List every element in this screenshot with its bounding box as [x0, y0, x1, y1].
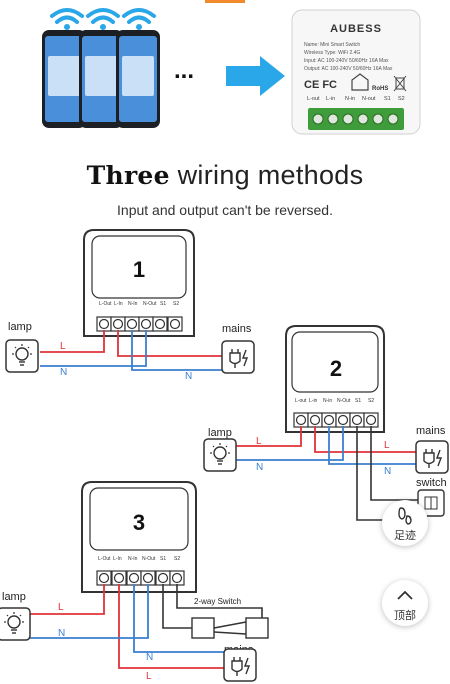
svg-text:S1: S1 [355, 398, 361, 404]
svg-text:N: N [185, 371, 192, 382]
svg-text:L: L [60, 341, 66, 352]
svg-text:N: N [58, 628, 65, 639]
svg-text:N-in: N-in [323, 398, 332, 404]
svg-text:S1: S1 [160, 556, 166, 562]
svg-text:N-out: N-out [362, 96, 376, 102]
svg-text:lamp: lamp [208, 427, 232, 439]
svg-text:N-in: N-in [345, 96, 355, 102]
svg-text:N: N [256, 462, 263, 473]
wiring-diagram-2: 2 L-out L-in N-in N-Out S1 S2 L L N N la… [203, 325, 449, 521]
svg-text:L-in: L-in [326, 96, 335, 102]
svg-text:S2: S2 [173, 301, 179, 307]
svg-text:N-In: N-In [128, 556, 138, 562]
svg-text:L-In: L-In [114, 301, 123, 307]
plug-icon [221, 340, 255, 374]
svg-text:L-in: L-in [309, 398, 318, 404]
top-accent-bar [205, 0, 245, 3]
svg-text:N-In: N-In [128, 301, 138, 307]
rohs-logo: RoHS [372, 86, 388, 92]
svg-text:Name: Mini Smart Switch: Name: Mini Smart Switch [304, 42, 360, 48]
svg-text:L: L [384, 440, 390, 451]
house-icon [351, 73, 369, 91]
svg-text:N-Out: N-Out [143, 301, 157, 307]
wall-switch-icon [417, 489, 445, 517]
smartphone-icon [116, 30, 160, 128]
device-module: AUBESS Name: Mini Smart Switch Wireless … [291, 9, 421, 135]
svg-text:L: L [58, 602, 64, 613]
svg-text:3: 3 [133, 510, 145, 535]
wiring-diagram: 1 L-Out L-In N-In N-Out S1 S2 L N N lamp… [0, 229, 449, 682]
weee-bin-icon [393, 75, 407, 92]
lamp-icon [0, 607, 31, 641]
svg-text:Wireless Type: WiFi 2.4G: Wireless Type: WiFi 2.4G [304, 50, 360, 56]
terminal-block [308, 108, 404, 130]
brand-logo: AUBESS [330, 23, 382, 35]
svg-text:Input: AC 100-240V 50/60Hz 16A: Input: AC 100-240V 50/60Hz 16A Max [304, 58, 389, 64]
svg-text:1: 1 [133, 257, 145, 282]
hero-banner: ... AUBESS Name: Mini Smart Switch Wirel… [42, 8, 421, 135]
svg-text:N: N [384, 466, 391, 477]
svg-text:switch: switch [416, 477, 447, 489]
svg-text:2: 2 [330, 356, 342, 381]
two-way-switch-icon [191, 617, 269, 639]
plug-icon [223, 648, 257, 682]
svg-text:N-Out: N-Out [337, 398, 351, 404]
page-title: Three wiring methods [86, 160, 364, 190]
module-1-body [83, 229, 195, 337]
wifi-icon [50, 8, 84, 30]
svg-text:L-out: L-out [307, 96, 320, 102]
back-to-top-button[interactable]: 顶部 [382, 580, 428, 626]
svg-text:S2: S2 [368, 398, 374, 404]
svg-text:L: L [146, 671, 152, 682]
wiring-diagram-1: 1 L-Out L-In N-In N-Out S1 S2 L N N lamp… [5, 229, 255, 382]
svg-text:L-In: L-In [113, 556, 122, 562]
cert-logo: CE FC [304, 79, 337, 91]
lamp-icon [203, 438, 237, 472]
footprint-label: 足迹 [394, 529, 416, 542]
page-subtitle: Input and output can't be reversed. [117, 202, 333, 218]
svg-text:lamp: lamp [2, 591, 26, 603]
lamp-icon [5, 339, 39, 373]
ellipsis-text: ... [174, 57, 194, 84]
svg-text:2-way Switch: 2-way Switch [194, 597, 241, 606]
svg-text:mains: mains [416, 425, 446, 437]
svg-text:L-out: L-out [295, 398, 307, 404]
svg-text:mains: mains [222, 323, 252, 335]
wiring-diagram-3: 3 L-Out L-In N-In N-Out S1 S2 2-way Swit… [0, 481, 269, 682]
wifi-icon [122, 8, 156, 30]
svg-text:lamp: lamp [8, 321, 32, 333]
svg-text:S1: S1 [384, 96, 391, 102]
smartphone-icon [42, 30, 86, 128]
svg-text:S2: S2 [398, 96, 405, 102]
svg-text:L-Out: L-Out [99, 301, 112, 307]
arrow-right-icon [226, 56, 285, 96]
footprint-button[interactable]: 足迹 [382, 500, 428, 546]
svg-text:Output: AC 100-240V 50/60Hz 16: Output: AC 100-240V 50/60Hz 16A Max [304, 66, 393, 72]
smartphone-icon [79, 30, 123, 128]
svg-text:S2: S2 [174, 556, 180, 562]
plug-icon [415, 440, 449, 474]
chevron-up-icon [397, 590, 413, 600]
svg-text:L: L [256, 436, 262, 447]
back-to-top-label: 顶部 [394, 609, 416, 622]
svg-text:N: N [60, 367, 67, 378]
svg-text:S1: S1 [160, 301, 166, 307]
svg-text:L-Out: L-Out [98, 556, 111, 562]
svg-text:N: N [146, 652, 153, 663]
wifi-icon [86, 8, 120, 30]
svg-text:N-Out: N-Out [142, 556, 156, 562]
footprint-icon [398, 507, 412, 525]
